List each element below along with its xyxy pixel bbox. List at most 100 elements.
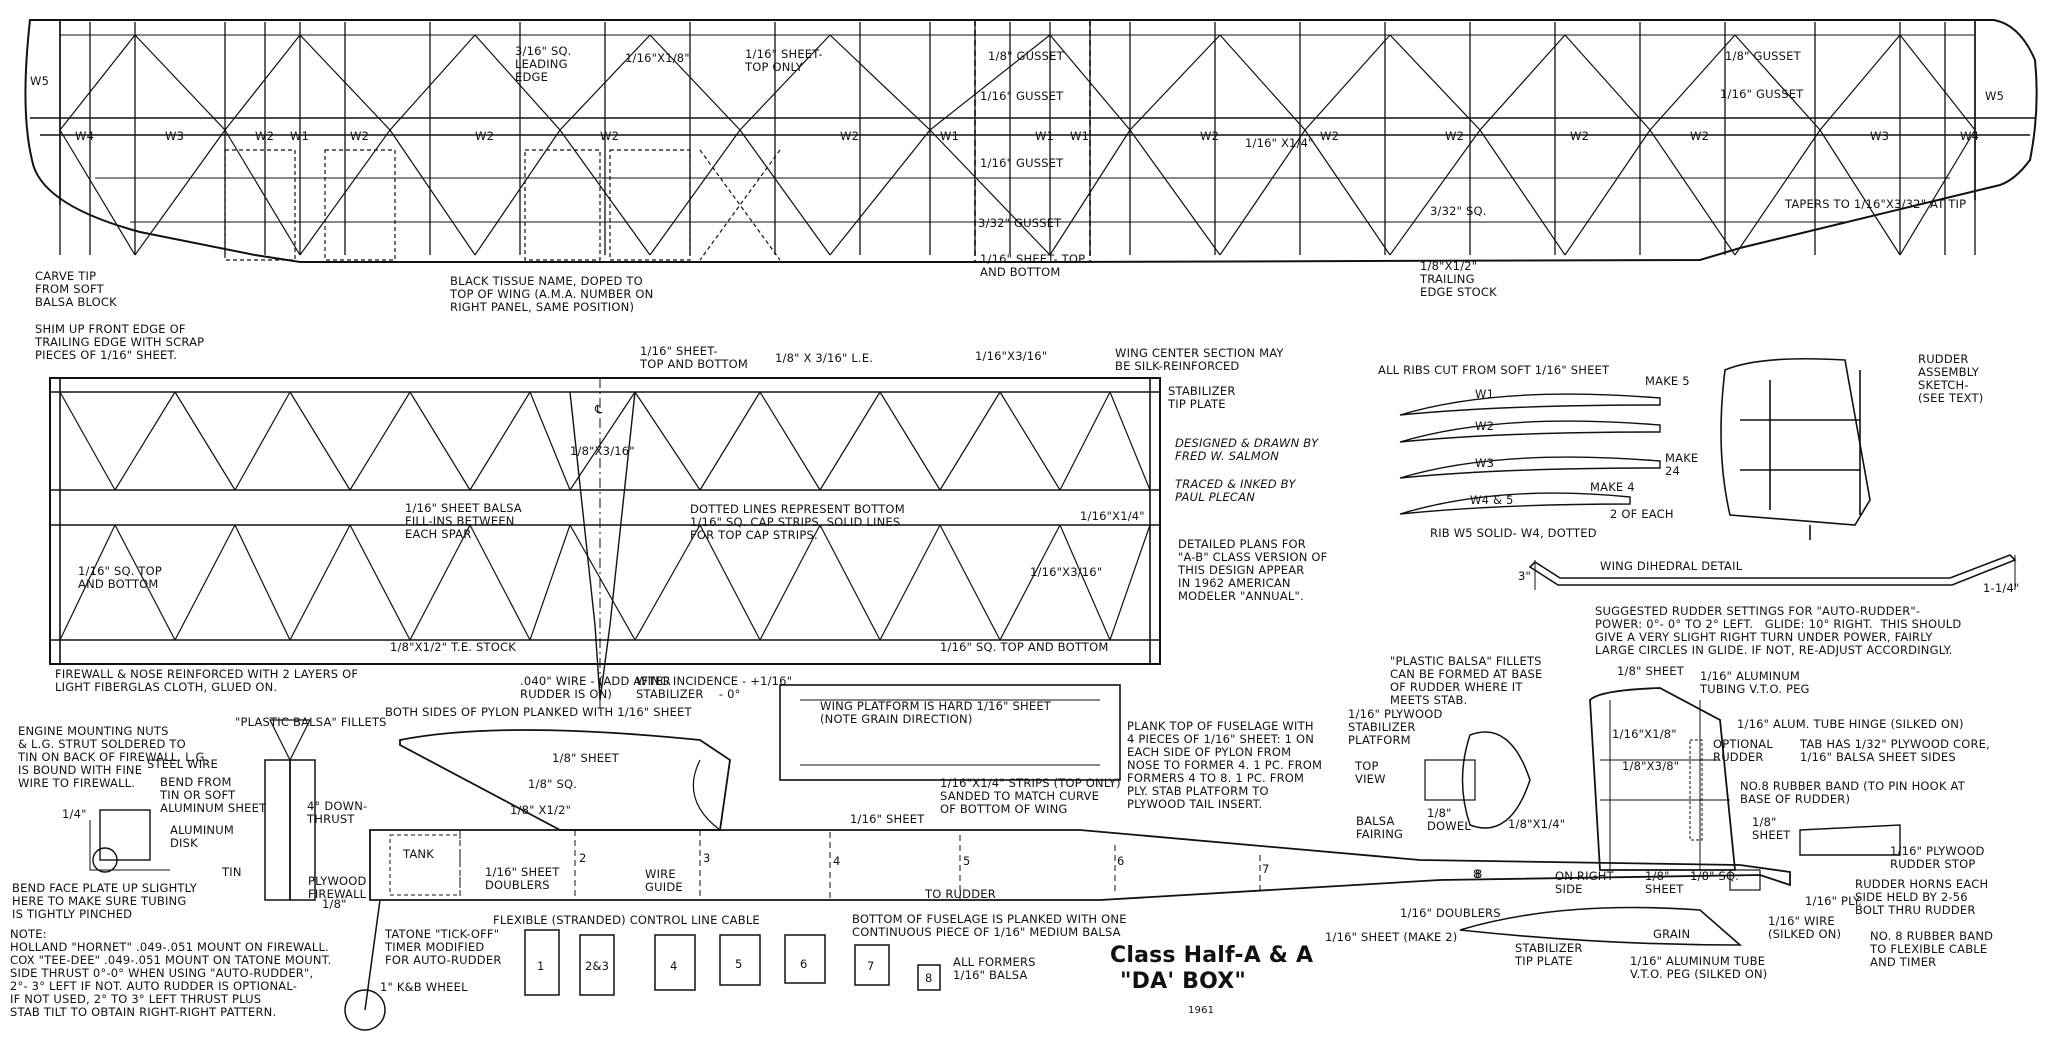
dihedral-left-dim: 3" — [1518, 569, 1532, 583]
fuse-former-num: 8 — [1475, 867, 1483, 881]
stab-note-dim: 1/8"X3/16" — [570, 444, 635, 458]
tail-plastic-fillets: "PLASTIC BALSA" FILLETS CAN BE FORMED AT… — [1390, 654, 1543, 707]
dihedral-detail — [1528, 554, 2017, 590]
wing-note-tissue: BLACK TISSUE NAME, DOPED TO TOP OF WING … — [450, 274, 654, 314]
fuse-wire-note: .040" WIRE - (ADD AFTER RUDDER IS ON) — [520, 674, 671, 701]
fuse-to-rudder: TO RUDDER — [925, 887, 996, 901]
tail-ply: 1/16" PLY. — [1805, 894, 1862, 908]
fuse-x12: 1/8" X1/2" — [510, 803, 572, 817]
wing-rib-label: W1 — [940, 129, 960, 143]
wing-rib-label: W2 — [1445, 129, 1465, 143]
fuse-firewall-note: FIREWALL & NOSE REINFORCED WITH 2 LAYERS… — [55, 667, 359, 694]
tail-sheet-18b: 1/8" SHEET — [1752, 815, 1791, 842]
tail-x18: 1/16"X1/8" — [1612, 727, 1677, 741]
wing-note-gusset: 3/32" GUSSET — [978, 216, 1062, 230]
fuse-dim-14: 1/4" — [62, 807, 87, 821]
former-label: 8 — [925, 971, 933, 985]
ribs-note: RIB W5 SOLID- W4, DOTTED — [1430, 526, 1597, 540]
fuse-plastic-fillets: "PLASTIC BALSA" FILLETS — [235, 715, 387, 729]
fuse-platform: WING PLATFORM IS HARD 1/16" SHEET (NOTE … — [820, 699, 1052, 726]
fuse-tin: TIN — [222, 865, 242, 879]
wing-ribs — [59, 22, 1976, 255]
wing-rib-label: W2 — [600, 129, 620, 143]
fuse-plank-note: PLANK TOP OF FUSELAGE WITH 4 PIECES OF 1… — [1127, 719, 1323, 811]
plan-year: 1961 — [1188, 1005, 1215, 1016]
dihedral-right-dim: 1-1/4" — [1983, 581, 2020, 595]
wing-rib-label: W3 — [165, 129, 185, 143]
stab-note-te: 1/8"X1/2" T.E. STOCK — [390, 640, 516, 654]
tail-x14: 1/8"X1/4" — [1508, 817, 1566, 831]
tail-alu-tube: 1/16" ALUMINUM TUBING V.T.O. PEG — [1700, 669, 1810, 696]
tail-x38: 1/8"X3/8" — [1622, 759, 1680, 773]
former-label: 5 — [735, 957, 743, 971]
stab-note-x14: 1/16"X1/4" — [1080, 509, 1145, 523]
wing-name-outline — [224, 149, 781, 261]
wing-rib-label: W2 — [1570, 129, 1590, 143]
fuse-doublers: 1/16" SHEET DOUBLERS — [485, 865, 560, 892]
tail-ply-platform: 1/16" PLYWOOD STABILIZER PLATFORM — [1348, 707, 1443, 747]
stab-centerline: ℄ — [595, 402, 603, 416]
stab-note-fillins: 1/16" SHEET BALSA FILL-INS BETWEEN EACH … — [405, 501, 522, 541]
stab-note-x316: 1/16"X3/16" — [1030, 565, 1103, 579]
fuse-sheet-116: 1/16" SHEET — [850, 812, 925, 826]
fuse-bend-tin: BEND FROM TIN OR SOFT ALUMINUM SHEET — [160, 775, 267, 815]
wing-note-strip: 1/16"X1/8" — [625, 51, 690, 65]
tail-sheet-18: 1/8" SHEET — [1617, 664, 1684, 678]
wing-note-taper: TAPERS TO 1/16"X3/32" AT TIP — [1785, 197, 1967, 211]
wing-rib-label: W2 — [475, 129, 495, 143]
stab-note-tip-plate: STABILIZER TIP PLATE — [1168, 384, 1236, 411]
tail-band2: NO. 8 RUBBER BAND TO FLEXIBLE CABLE AND … — [1870, 929, 1994, 969]
fuse-former-num: 7 — [1262, 862, 1270, 876]
wing-rib-label: W2 — [1320, 129, 1340, 143]
stab-note-sq: 1/16" SQ. TOP AND BOTTOM — [78, 564, 163, 591]
tail-assembly — [1424, 687, 1901, 946]
former-label: 1 — [537, 959, 545, 973]
wing-note-shim: SHIM UP FRONT EDGE OF TRAILING EDGE WITH… — [35, 322, 205, 362]
stab-note-dotted: DOTTED LINES REPRESENT BOTTOM 1/16" SQ. … — [690, 502, 905, 542]
wing-rib-label: W2 — [840, 129, 860, 143]
fuse-dim-18: 1/8" — [322, 897, 347, 911]
formers — [524, 929, 941, 996]
fuse-wire-guide: WIRE GUIDE — [645, 867, 683, 894]
tail-tab: TAB HAS 1/32" PLYWOOD CORE, 1/16" BALSA … — [1800, 737, 1991, 764]
credits-designed: DESIGNED & DRAWN BY FRED W. SALMON — [1175, 436, 1319, 463]
formers-note: ALL FORMERS 1/16" BALSA — [953, 955, 1036, 982]
wing-rib-label: W1 — [290, 129, 310, 143]
wing-name-text: DA' BOX — [250, 187, 257, 188]
tail-hinge: 1/16" ALUM. TUBE HINGE (SILKED ON) — [1737, 717, 1964, 731]
tail-rubber-band: NO.8 RUBBER BAND (TO PIN HOOK AT BASE OF… — [1740, 779, 1965, 806]
fuse-bottom-note: BOTTOM OF FUSELAGE IS PLANKED WITH ONE C… — [852, 912, 1127, 939]
wing-rib-label: W2 — [1200, 129, 1220, 143]
wing-note-center-dim: 1/16"X3/16" — [975, 349, 1048, 363]
tail-num8: 8 — [1473, 867, 1481, 881]
former-label: 7 — [867, 959, 875, 973]
rib-label: W3 — [1475, 456, 1495, 470]
rib-label: W1 — [1475, 387, 1495, 401]
rudder-sketch-label: RUDDER ASSEMBLY SKETCH- (SEE TEXT) — [1918, 352, 1984, 405]
plan-title: Class Half-A & A — [1110, 943, 1314, 968]
fuse-engine-note: ENGINE MOUNTING NUTS & L.G. STRUT SOLDER… — [18, 724, 209, 790]
rudder-sketch — [1720, 357, 1871, 540]
fuse-steel-wire: STEEL WIRE — [147, 757, 218, 771]
fuse-former-num: 2 — [579, 851, 587, 865]
fuse-downthrust: 4° DOWN- THRUST — [307, 799, 368, 826]
wing-rib-label: W5 — [30, 74, 50, 88]
tail-top-view: TOP VIEW — [1355, 759, 1386, 786]
fuse-pylon-note: BOTH SIDES OF PYLON PLANKED WITH 1/16" S… — [385, 705, 692, 719]
stab-outline — [49, 377, 1161, 710]
fuse-incidence: WING INCIDENCE - +1/16" STABILIZER - 0° — [636, 674, 793, 701]
wing-outline — [24, 19, 2038, 263]
wing-note-gusset-right: 1/16" GUSSET — [1720, 87, 1804, 101]
stab-note-sheet: 1/16" SHEET- TOP AND BOTTOM — [640, 344, 749, 371]
rib-make: MAKE 5 — [1645, 374, 1690, 388]
former-label: 6 — [800, 957, 808, 971]
fuse-aluminum-disk: ALUMINUM DISK — [170, 823, 234, 850]
wing-rib-label: W2 — [1690, 129, 1710, 143]
fuse-strips: 1/16"X1/4" STRIPS (TOP ONLY) SANDED TO M… — [940, 776, 1121, 816]
ribs-heading: ALL RIBS CUT FROM SOFT 1/16" SHEET — [1378, 363, 1610, 377]
rib-profiles — [1399, 393, 1661, 515]
rib-make: MAKE 4 — [1590, 480, 1635, 494]
fuse-sheet-18: 1/8" SHEET — [552, 751, 619, 765]
wing-note-sq: 3/32" SQ. — [1430, 204, 1487, 218]
